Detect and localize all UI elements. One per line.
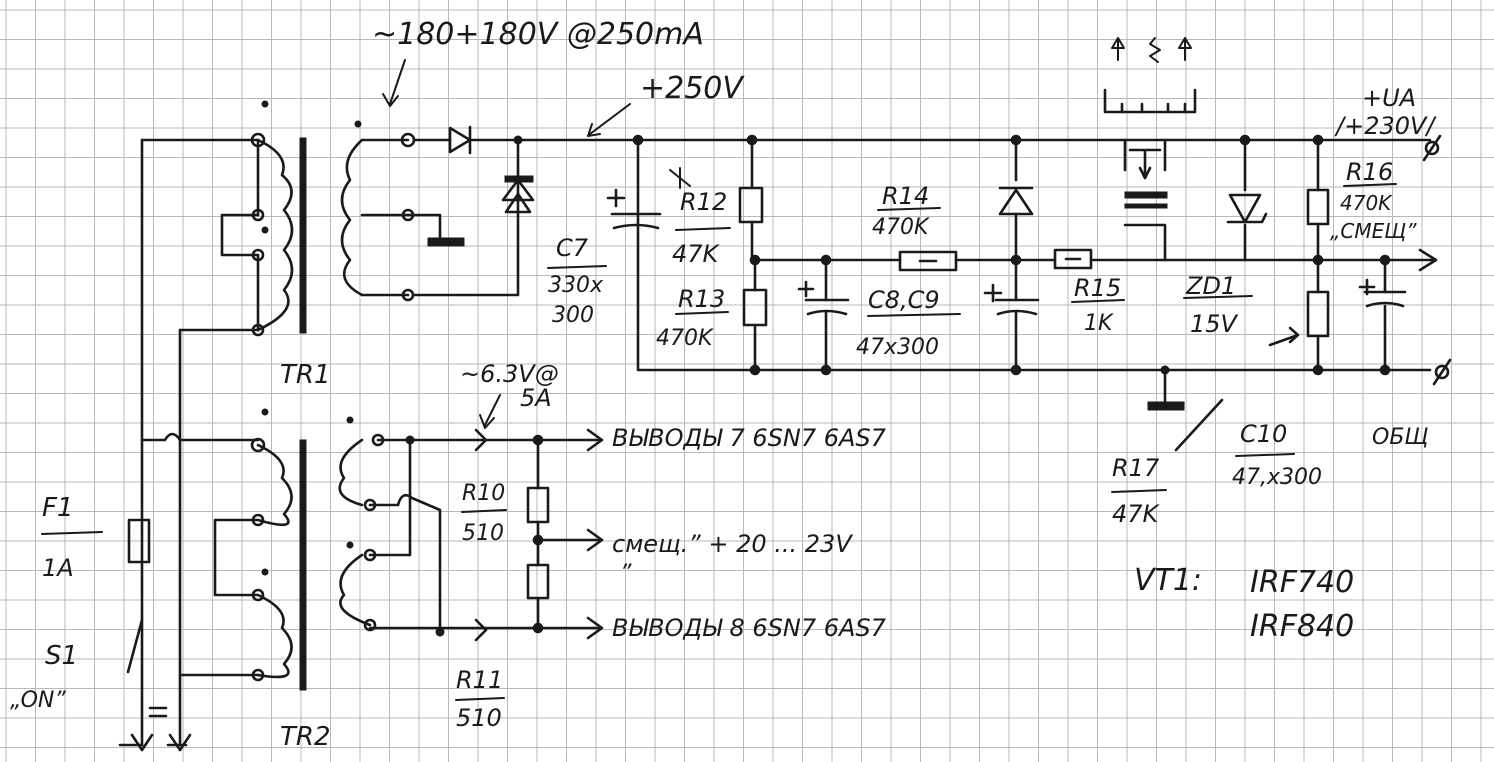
label-zd1-value: 15V: [1190, 310, 1239, 338]
ground-symbol: [1147, 365, 1185, 411]
label-r16-value: 470K: [1340, 191, 1393, 215]
label-c8c9-value: 47x300: [856, 335, 939, 360]
label-r15-value: 1K: [1084, 311, 1114, 336]
label-r12: R12: [680, 188, 727, 216]
label-bias-mid: смещ.” + 20 ... 23V: [612, 530, 853, 558]
label-r17: R17: [1112, 454, 1160, 482]
resistor-r12: [738, 134, 764, 262]
label-c7-value: 330x: [548, 273, 604, 298]
label-ua: +UA: [1362, 84, 1416, 112]
label-underlines: [41, 183, 1397, 701]
zener-zd1: [1226, 134, 1268, 262]
label-r13-value: 470K: [656, 326, 714, 351]
capacitor-c10: [1358, 254, 1407, 376]
resistor-r17: [1174, 258, 1330, 452]
label-r14-value: 470K: [872, 215, 930, 240]
resistor-r15: [1053, 223, 1167, 270]
bias-arrow: [1418, 248, 1438, 272]
labels-layer: ~180+180V @250mA +250V +UA /+230V/ TR1 T…: [10, 17, 1437, 752]
resistor-r14: [898, 250, 1057, 272]
label-c7-value2: 300: [552, 303, 594, 328]
label-r16: R16: [1346, 158, 1393, 186]
label-tr1: TR1: [280, 360, 331, 390]
label-r11-value: 510: [456, 704, 502, 732]
terminal-common: [1432, 358, 1452, 386]
resistor-r11: [526, 528, 604, 634]
resistor-r16: [1306, 134, 1330, 266]
label-230: /+230V/: [1334, 112, 1437, 140]
label-ac-high: ~180+180V @250mA: [372, 17, 704, 52]
label-r17-value: 47K: [1112, 500, 1161, 528]
label-zd1: ZD1: [1185, 272, 1236, 300]
mosfet-vt1: [1103, 37, 1197, 209]
label-vt1-part-a: IRF740: [1250, 565, 1354, 600]
switch-s1: [126, 618, 144, 674]
label-c7: C7: [556, 234, 589, 262]
label-quote-mark: ”: [620, 561, 632, 586]
label-r10: R10: [462, 481, 505, 506]
label-f1-value: 1A: [42, 554, 74, 582]
transformer-tr2: [213, 408, 604, 691]
label-r10-value: 510: [462, 521, 504, 546]
label-vt1-part-b: IRF840: [1250, 609, 1354, 644]
label-c8c9: C8,C9: [868, 286, 940, 314]
label-bias-top: „СМЕЩ”: [1330, 219, 1417, 243]
capacitor-c7: [606, 188, 662, 230]
label-r15: R15: [1074, 274, 1121, 302]
capacitor-c9: [983, 258, 1040, 376]
fuse-f1: [127, 518, 151, 564]
label-r11: R11: [456, 666, 503, 694]
hv-rectifier: [406, 125, 1432, 297]
label-r12-value: 47K: [672, 240, 721, 268]
label-s1: S1: [45, 641, 78, 671]
label-c10: C10: [1240, 420, 1287, 448]
label-c10-value: 47,x300: [1232, 465, 1322, 490]
label-tr2: TR2: [280, 722, 331, 752]
label-f1: F1: [42, 493, 74, 523]
label-ac-low-amp: 5A: [520, 384, 552, 412]
label-vt1: VT1:: [1134, 563, 1202, 598]
capacitor-c8: [797, 254, 850, 376]
label-r14: R14: [882, 182, 929, 210]
annotation-arrows: [382, 59, 691, 429]
mains-input: [118, 138, 260, 752]
transformer-tr1: [220, 100, 416, 337]
label-s1-on: „ON”: [10, 688, 66, 713]
terminal-ua: [1422, 134, 1442, 162]
label-dc-250: +250V: [640, 71, 745, 106]
label-common: ОБЩ: [1372, 425, 1428, 450]
label-r13: R13: [678, 285, 725, 313]
zener-gate: [998, 134, 1034, 266]
resistor-r13: [742, 254, 768, 376]
label-pins-8: ВЫВОДЫ 8 6SN7 6AS7: [612, 614, 887, 642]
label-ac-low: ~6.3V@: [460, 360, 559, 388]
label-pins-7: ВЫВОДЫ 7 6SN7 6AS7: [612, 424, 887, 452]
